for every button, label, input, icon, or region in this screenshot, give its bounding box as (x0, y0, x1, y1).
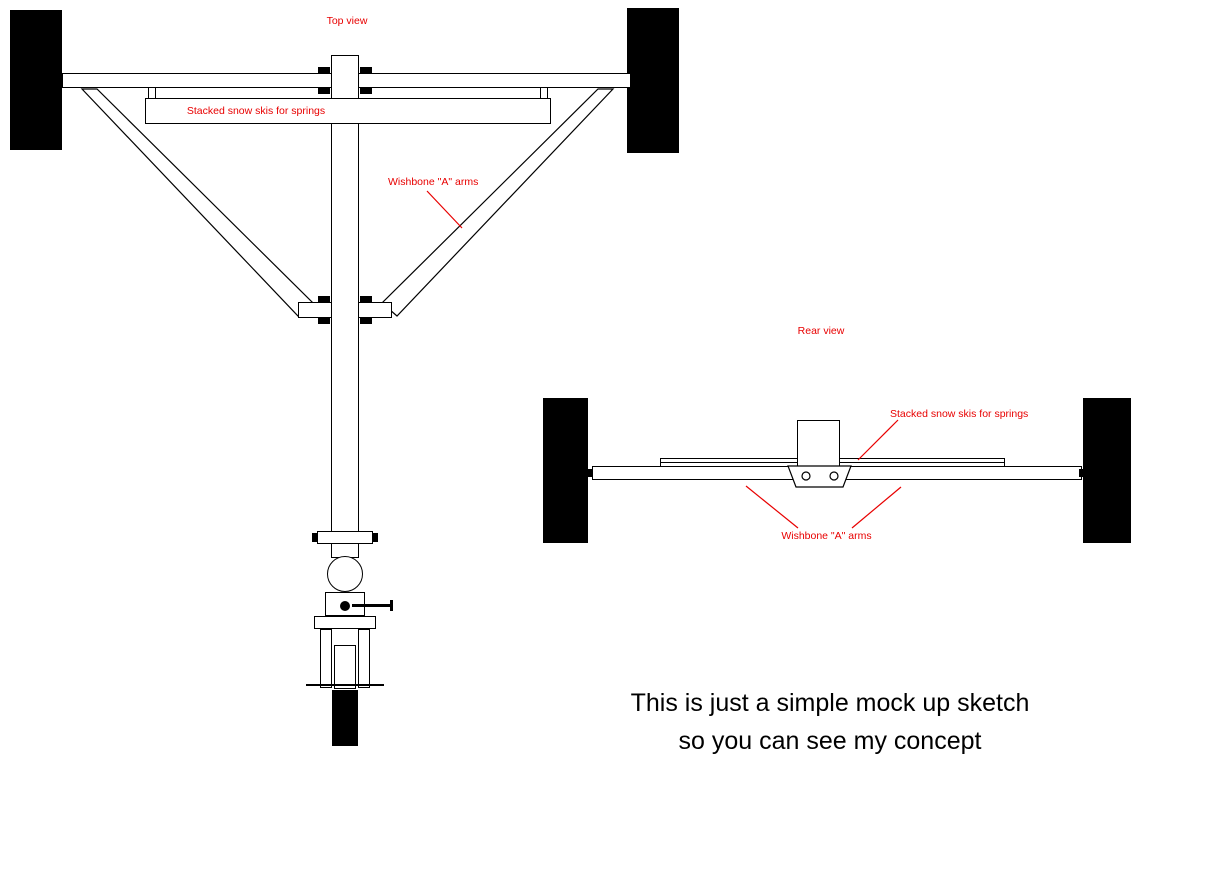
top-view-title: Top view (326, 15, 368, 27)
trailer-tongue-spine (331, 55, 359, 558)
rear-axle-beam (592, 466, 1082, 480)
rear-center-post (797, 420, 840, 467)
rear-wishbone-leader-line-right (851, 486, 902, 529)
collar-nub-right (372, 533, 378, 542)
collar-nub-left (312, 533, 318, 542)
jack-pivot-bolt (340, 601, 350, 611)
top-view-skis-label: Stacked snow skis for springs (186, 105, 326, 117)
top-view-left-wheel (10, 10, 62, 150)
jack-housing-top (314, 616, 376, 629)
jack-handle (352, 604, 392, 607)
rear-view-title: Rear view (797, 325, 845, 337)
coupler-circle (327, 556, 363, 592)
top-view-right-wheel (627, 8, 679, 153)
rear-wishbone-leader-line-left (745, 485, 799, 529)
rear-view-wishbone-label: Wishbone "A" arms (781, 530, 872, 542)
axle-stub-right (1079, 469, 1086, 477)
jack-fork-left (320, 629, 332, 688)
arm-mount-bar-left (298, 302, 332, 318)
caption-text: This is just a simple mock up sketch so … (590, 684, 1070, 760)
caption-line-1: This is just a simple mock up sketch (630, 689, 1030, 717)
beam-clamp (360, 87, 372, 94)
beam-clamp (318, 87, 330, 94)
jack-wheel (332, 690, 358, 746)
arm-clamp (318, 296, 330, 303)
rear-skis-leader-line (857, 419, 899, 461)
jack-fork-right (358, 629, 370, 688)
jack-wheel-hub (334, 645, 356, 689)
beam-clamp (360, 67, 372, 74)
top-wishbone-leader-line (426, 190, 463, 229)
arm-clamp (360, 296, 372, 303)
caption-line-2: so you can see my concept (678, 727, 982, 755)
axle-stub-left (586, 469, 593, 477)
ski-spring-crossbar: Stacked snow skis for springs (145, 98, 551, 124)
arm-mount-bar-right (358, 302, 392, 318)
jack-handle-tip (390, 600, 393, 611)
top-view-wishbone-label: Wishbone "A" arms (388, 176, 479, 188)
rear-view-skis-label: Stacked snow skis for springs (890, 408, 1029, 420)
tongue-collar (317, 531, 373, 544)
rear-view-right-wheel (1083, 398, 1131, 543)
arm-clamp (318, 317, 330, 324)
rear-view-left-wheel (543, 398, 588, 543)
arm-clamp (360, 317, 372, 324)
beam-clamp (318, 67, 330, 74)
jack-axle-line (306, 684, 384, 686)
